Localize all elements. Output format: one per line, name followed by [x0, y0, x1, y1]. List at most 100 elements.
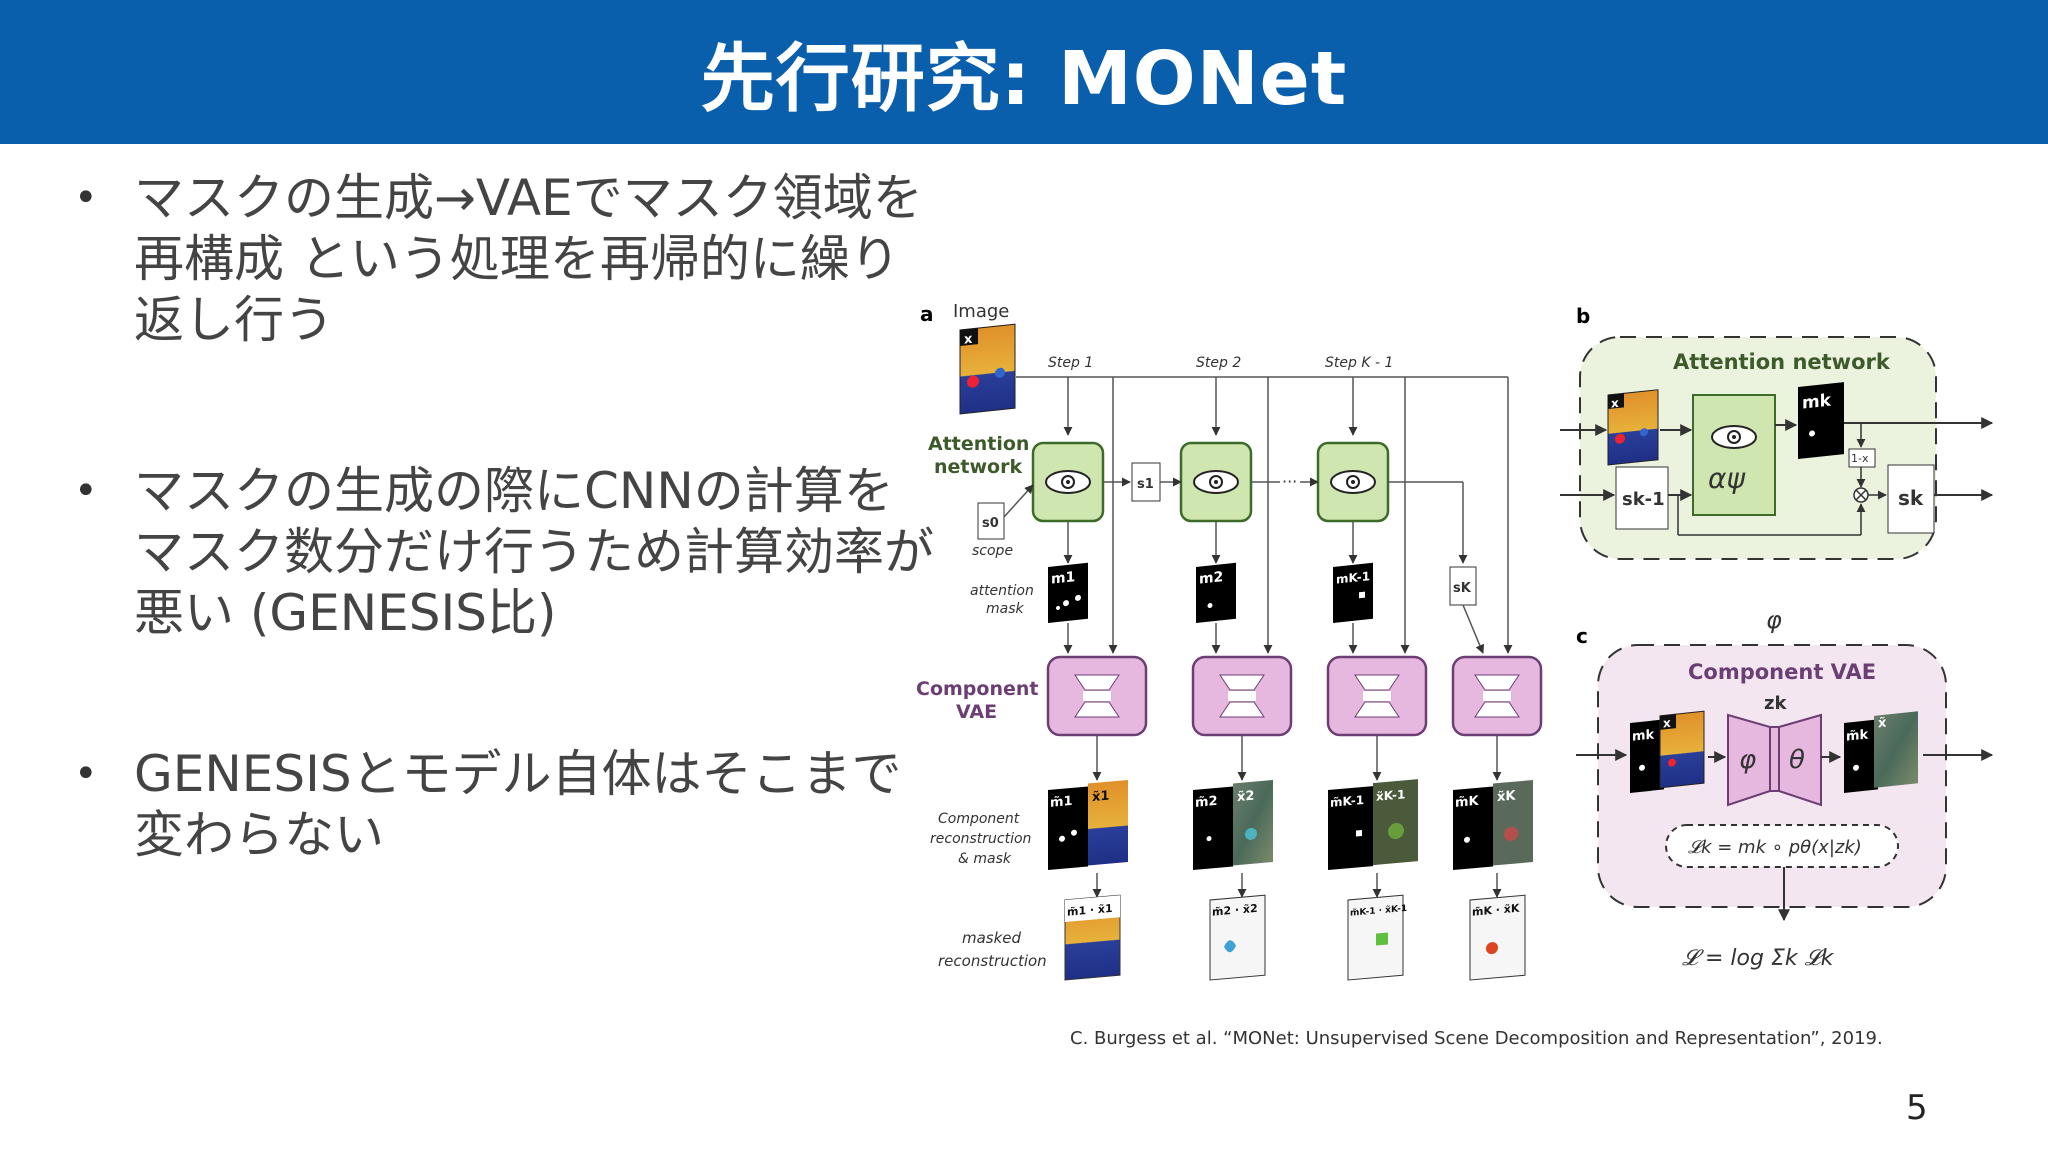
component-recon-label-1: Component [938, 811, 1020, 827]
recon-1-m-label: m̃1 [1050, 794, 1073, 811]
masked-recon-2-label: m̃2 · x̃2 [1212, 902, 1258, 919]
encoder-decoder-icon [1219, 674, 1265, 718]
masked-recon-k-label: m̃K · x̃K [1472, 902, 1520, 919]
attention-network-label-1: Attention [928, 433, 1029, 455]
attention-block-2 [1179, 441, 1253, 523]
recon-2-x-label: x̃2 [1237, 789, 1254, 805]
bullet-dot: • [74, 175, 98, 221]
mask-2: m2 [1196, 562, 1236, 623]
component-vae-title: Component VAE [1688, 660, 1876, 684]
mask-2-label: m2 [1199, 569, 1223, 588]
attention-network-title: Attention network [1673, 350, 1891, 374]
monet-figure: a Image x Step 1 Step 2 Step K - 1 Atten… [916, 301, 1994, 981]
step-label-2: Step 2 [1196, 355, 1241, 371]
masked-recon-label-1: masked [962, 929, 1022, 947]
eye-icon [1711, 425, 1757, 449]
panel-c-mk-label: mk [1632, 727, 1655, 744]
phi-top: φ [1766, 606, 1782, 634]
component-recon-label-3: & mask [958, 851, 1012, 867]
attention-network-label-2: network [934, 456, 1022, 478]
phi-label: φ [1739, 745, 1756, 775]
image-x-label: x [964, 332, 973, 348]
recon-2-m-label: m̃2 [1195, 794, 1218, 811]
scope-s0: s0 [982, 516, 999, 531]
mask-k1: mK-1 [1333, 562, 1373, 623]
masked-recon-k1: m̃K-1 · x̃K-1 [1347, 894, 1407, 981]
panel-b-mk-label: mk [1802, 391, 1832, 414]
masked-recon-k1-label: m̃K-1 · x̃K-1 [1350, 903, 1407, 919]
scope-sk: sK [1453, 581, 1472, 596]
recon-1-x-label: x̃1 [1092, 789, 1109, 805]
encoder-decoder-icon [1354, 674, 1400, 718]
bullet-text: マスクの生成→VAEでマスク領域を再構成 という処理を再帰的に繰り返し行う [134, 169, 923, 349]
alpha-psi: αψ [1708, 462, 1745, 495]
bullet-dot: • [74, 751, 98, 797]
panel-b-x-label: x [1611, 396, 1619, 411]
masked-recon-1: m̃1 · x̃1 [1064, 894, 1121, 981]
mask-k1-label: mK-1 [1336, 569, 1370, 587]
vae-block-1 [1046, 655, 1148, 737]
bullet-item-1: • マスクの生成→VAEでマスク領域を再構成 という処理を再帰的に繰り返し行う [70, 168, 934, 351]
panel-a-letter: a [920, 302, 934, 326]
page-number: 5 [1906, 1088, 1928, 1128]
vae-block-k1 [1326, 655, 1428, 737]
encoder-decoder-icon [1074, 674, 1120, 718]
multiply-icon [1853, 487, 1869, 503]
panel-c-letter: c [1576, 624, 1588, 648]
masked-recon-k: m̃K · x̃K [1469, 894, 1526, 981]
citation: C. Burgess et al. “MONet: Unsupervised S… [1070, 1028, 1883, 1049]
s-k: sk [1898, 486, 1924, 510]
vae-block-k [1451, 655, 1543, 737]
attention-mask-label-2: mask [986, 601, 1025, 617]
panel-c: c φ Component VAE zk mk x φ θ m̃k [1576, 606, 1994, 971]
panel-b: b Attention network x αψ mk [1560, 304, 1994, 560]
step-label-1: Step 1 [1048, 355, 1093, 371]
panel-c-outputs: m̃k x̃ [1844, 711, 1918, 793]
component-recon-k: m̃K x̃K [1453, 780, 1533, 870]
panel-c-inputs: mk x [1630, 710, 1705, 793]
one-minus-x: 1-x [1851, 452, 1869, 465]
z-k: zk [1764, 693, 1787, 714]
scope-label: scope [972, 543, 1013, 559]
dots: ··· [1282, 472, 1297, 491]
component-recon-2: m̃2 x̃2 [1193, 780, 1273, 870]
vae-block-2 [1191, 655, 1293, 737]
component-recon-label-2: reconstruction [930, 831, 1031, 847]
recon-k-x-label: x̃K [1497, 788, 1516, 805]
mask-1-label: m1 [1051, 569, 1075, 588]
bullet-item-3: • GENESISとモデル自体はそこまで変わらない [70, 744, 934, 866]
attention-block-1 [1031, 441, 1105, 523]
input-image: x [959, 323, 1016, 415]
bullet-text: マスクの生成の際にCNNの計算をマスク数分だけ行うため計算効率が悪い (GENE… [134, 462, 934, 642]
bullet-list: • マスクの生成→VAEでマスク領域を再構成 という処理を再帰的に繰り返し行う … [70, 168, 934, 930]
recon-k1-m-label: m̃K-1 [1330, 793, 1364, 810]
s-k-minus-1: sk-1 [1622, 489, 1665, 510]
panel-c-x-tilde: x̃ [1878, 716, 1887, 732]
masked-recon-label-2: reconstruction [938, 952, 1047, 970]
mask-1: m1 [1048, 562, 1088, 623]
panel-b-mk: mk [1798, 382, 1844, 459]
masked-recon-2: m̃2 · x̃2 [1209, 894, 1266, 981]
image-label: Image [953, 301, 1009, 322]
component-vae-label-2: VAE [956, 701, 997, 723]
masked-recon-1-label: m̃1 · x̃1 [1067, 902, 1113, 919]
bullet-dot: • [74, 468, 98, 514]
recon-k1-x-label: x̃K-1 [1376, 787, 1405, 804]
recon-k-m-label: m̃K [1455, 794, 1480, 811]
bullet-text: GENESISとモデル自体はそこまで変わらない [134, 745, 902, 864]
eye-icon [1045, 470, 1091, 494]
attention-mask-label-1: attention [970, 583, 1034, 599]
component-recon-k1: m̃K-1 x̃K-1 [1328, 779, 1418, 870]
panel-b-letter: b [1576, 304, 1590, 328]
panel-a: a Image x Step 1 Step 2 Step K - 1 Atten… [916, 301, 1543, 981]
theta-label: θ [1789, 745, 1805, 775]
panel-b-image: x [1607, 389, 1659, 466]
loss-k: 𝓛k = mk ∘ pθ(x|zk) [1688, 837, 1862, 858]
bullet-item-2: • マスクの生成の際にCNNの計算をマスク数分だけ行うため計算効率が悪い (GE… [70, 461, 934, 644]
encoder-decoder-icon [1474, 674, 1520, 718]
loss-total: 𝓛 = log Σk 𝓛k [1682, 946, 1835, 971]
eye-icon [1330, 470, 1376, 494]
attention-block-k1 [1316, 441, 1390, 523]
scope-s1: s1 [1137, 477, 1154, 492]
eye-icon [1193, 470, 1239, 494]
